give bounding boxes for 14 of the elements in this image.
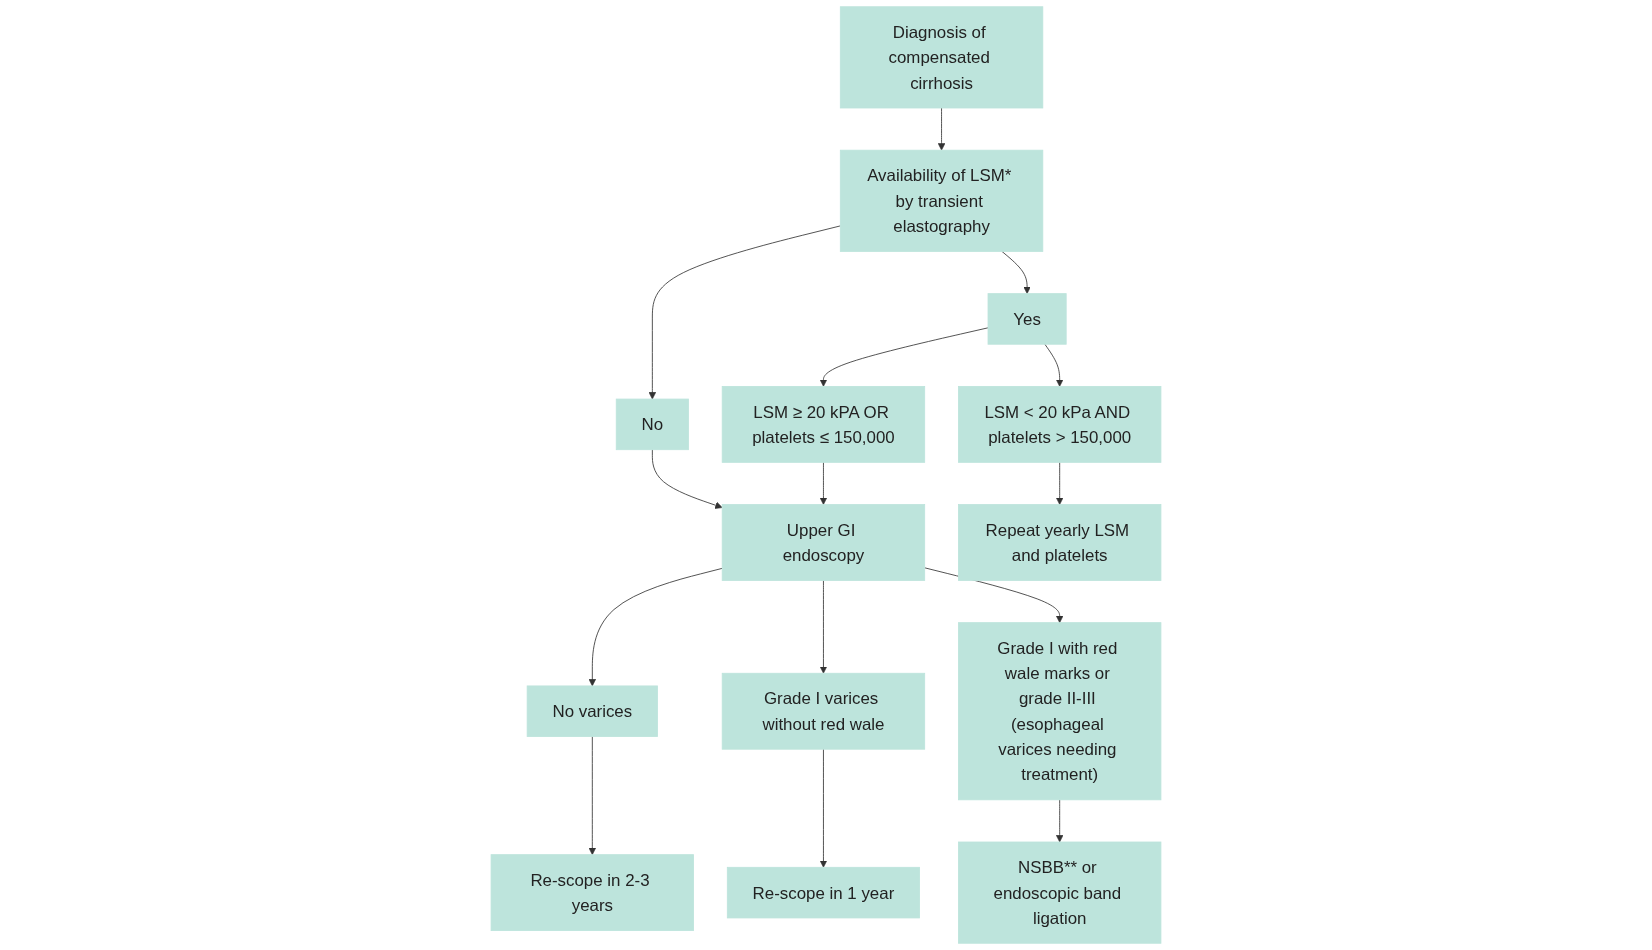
- node-box: Re-scope in 2-3 years: [490, 854, 694, 931]
- node-box: Availability of LSM* by transient elastography: [839, 149, 1044, 252]
- node-box: Re-scope in 1 year: [726, 866, 920, 919]
- node-box: Yes: [987, 293, 1067, 345]
- node-box: Repeat yearly LSM and platelets: [958, 504, 1162, 581]
- node-box: No varices: [526, 685, 658, 737]
- node-box: Diagnosis of compensated cirrhosis: [839, 6, 1044, 109]
- node-box: Upper GI endoscopy: [721, 504, 926, 581]
- node-box: Grade I varices without red wale: [721, 672, 926, 750]
- node-box: Grade I with red wale marks or grade II-III (esophageal varices needing treatment): [958, 622, 1162, 801]
- node-box: LSM < 20 kPa AND platelets > 150,000: [958, 386, 1162, 463]
- node-box: No: [615, 398, 689, 451]
- node-box: NSBB** or endoscopic band ligation: [958, 841, 1162, 944]
- node-box: LSM ≥ 20 kPA OR platelets ≤ 150,000: [721, 386, 926, 463]
